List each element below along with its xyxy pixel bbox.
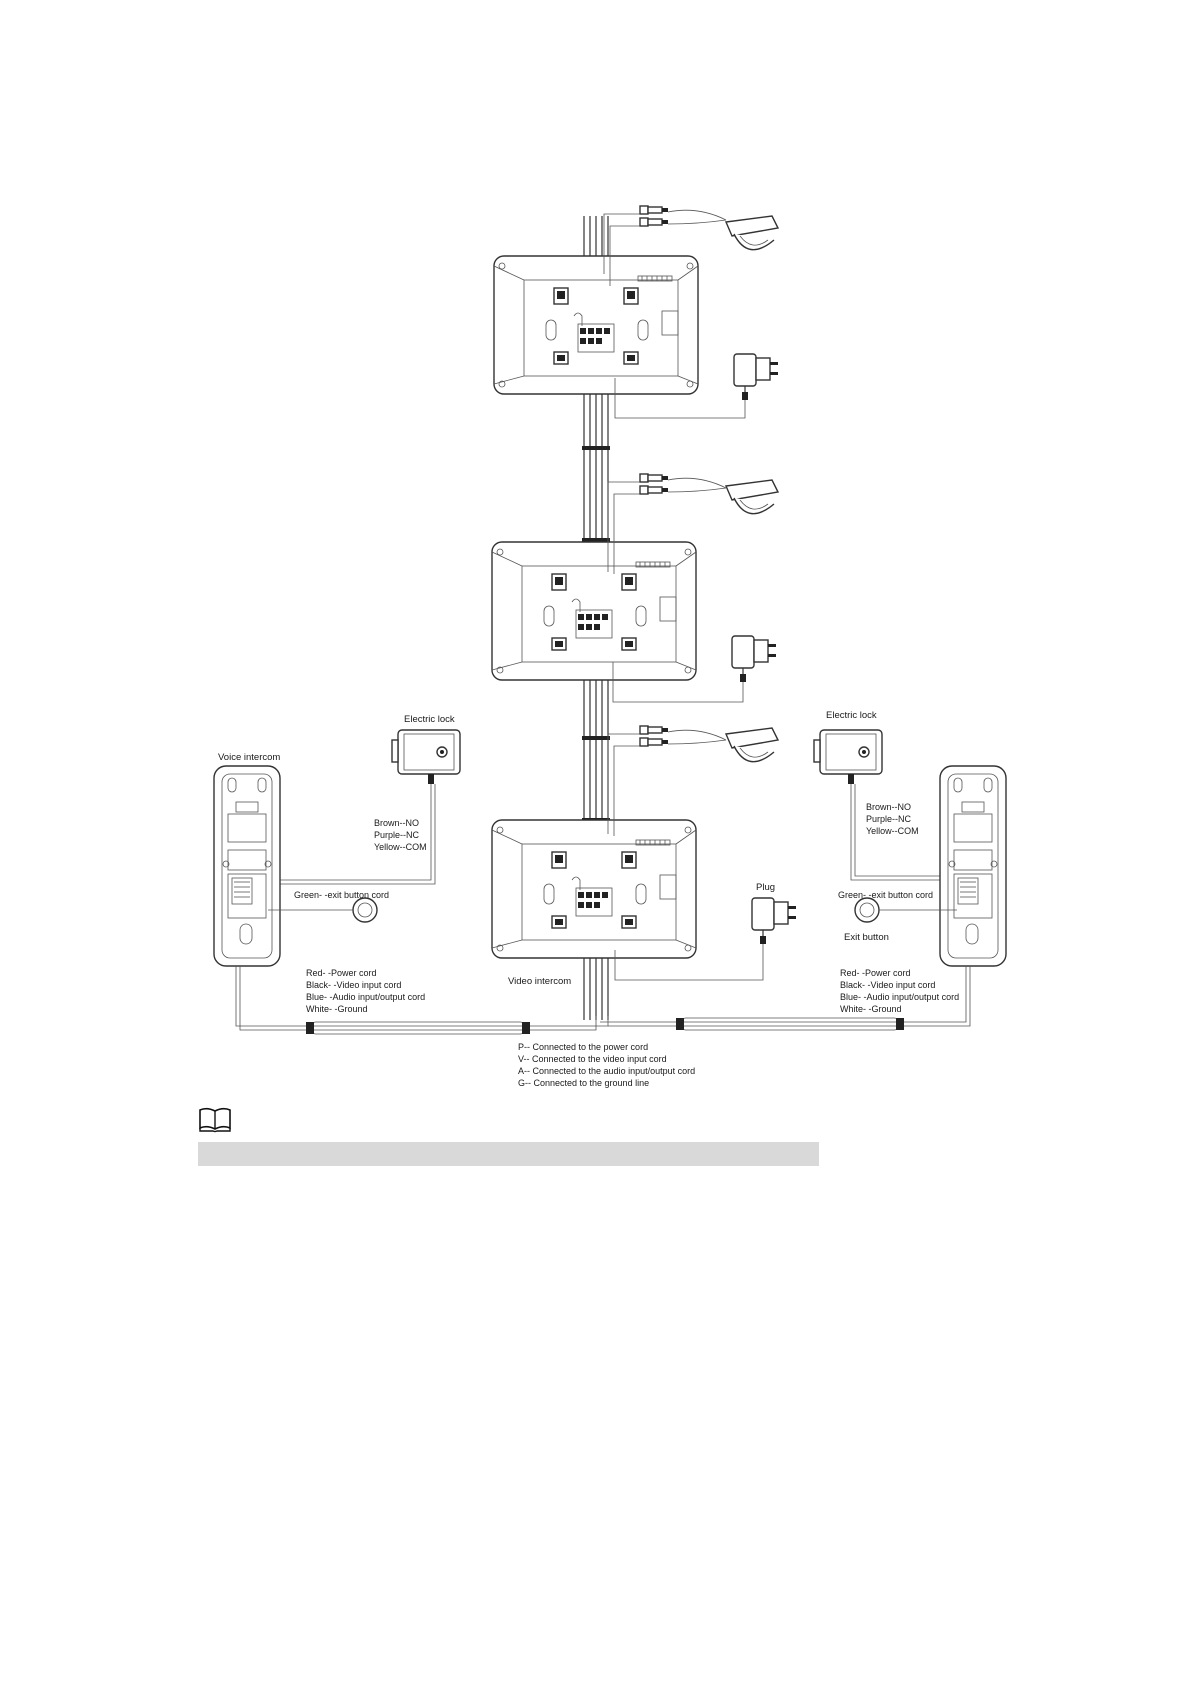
cord-color-right: Black- -Video input cord: [840, 980, 935, 990]
lock-wire-left: Yellow--COM: [374, 842, 427, 852]
electric-lock-right: [813, 729, 883, 775]
cord-colors-left: Red- -Power cord Black- -Video input cor…: [306, 968, 425, 1014]
cord-color-left: Blue- -Audio input/output cord: [306, 992, 425, 1002]
cord-color-left: Black- -Video input cord: [306, 980, 401, 990]
outdoor-station-left: [213, 765, 281, 967]
exit-cord-label-left: Green- -exit button cord: [294, 890, 389, 900]
connector-middle: [639, 473, 669, 495]
lock-wire-right: Purple--NC: [866, 814, 912, 824]
camera-top: [725, 215, 779, 251]
lock-wire-left: Purple--NC: [374, 830, 420, 840]
lock-wiring-left: Brown--NO Purple--NC Yellow--COM: [374, 818, 427, 852]
camera-middle: [725, 479, 779, 515]
label-electric-lock-right: Electric lock: [826, 710, 877, 721]
exit-button-right: [854, 897, 880, 923]
label-electric-lock-left: Electric lock: [404, 714, 455, 725]
exit-cord-label-right: Green- -exit button cord: [838, 890, 933, 900]
legend-item: V-- Connected to the video input cord: [518, 1054, 667, 1064]
monitor-top: [493, 255, 699, 395]
cord-color-right: White- -Ground: [840, 1004, 902, 1014]
label-plug: Plug: [756, 882, 775, 893]
legend-item: A-- Connected to the audio input/output …: [518, 1066, 695, 1076]
adapter-top: [733, 353, 779, 401]
cord-color-left: Red- -Power cord: [306, 968, 377, 978]
legend-item: G-- Connected to the ground line: [518, 1078, 649, 1088]
cable-sheath-right: [676, 1017, 904, 1031]
note-bar: [198, 1142, 819, 1166]
legend: P-- Connected to the power cord V-- Conn…: [518, 1042, 695, 1088]
electric-lock-left: [391, 729, 461, 775]
legend-item: P-- Connected to the power cord: [518, 1042, 648, 1052]
lock-wire-right: Brown--NO: [866, 802, 911, 812]
label-video-intercom: Video intercom: [508, 976, 571, 987]
cord-color-right: Blue- -Audio input/output cord: [840, 992, 959, 1002]
cord-color-left: White- -Ground: [306, 1004, 368, 1014]
connector-bottom: [639, 725, 669, 747]
cord-colors-right: Red- -Power cord Black- -Video input cor…: [840, 968, 959, 1014]
adapter-middle: [731, 635, 777, 683]
lock-wire-right: Yellow--COM: [866, 826, 919, 836]
lock-wire-left: Brown--NO: [374, 818, 419, 828]
outdoor-station-right: [939, 765, 1007, 967]
camera-bottom: [725, 727, 779, 763]
adapter-bottom: [751, 897, 797, 945]
cable-sheath-left: [306, 1021, 530, 1035]
exit-button-left: [352, 897, 378, 923]
label-exit-button: Exit button: [844, 932, 889, 943]
monitor-bottom: [491, 819, 697, 959]
connector-top: [639, 205, 669, 227]
cord-color-right: Red- -Power cord: [840, 968, 911, 978]
label-voice-intercom: Voice intercom: [218, 752, 280, 763]
lock-wiring-right: Brown--NO Purple--NC Yellow--COM: [866, 802, 919, 836]
monitor-middle: [491, 541, 697, 681]
book-icon: [199, 1107, 231, 1133]
